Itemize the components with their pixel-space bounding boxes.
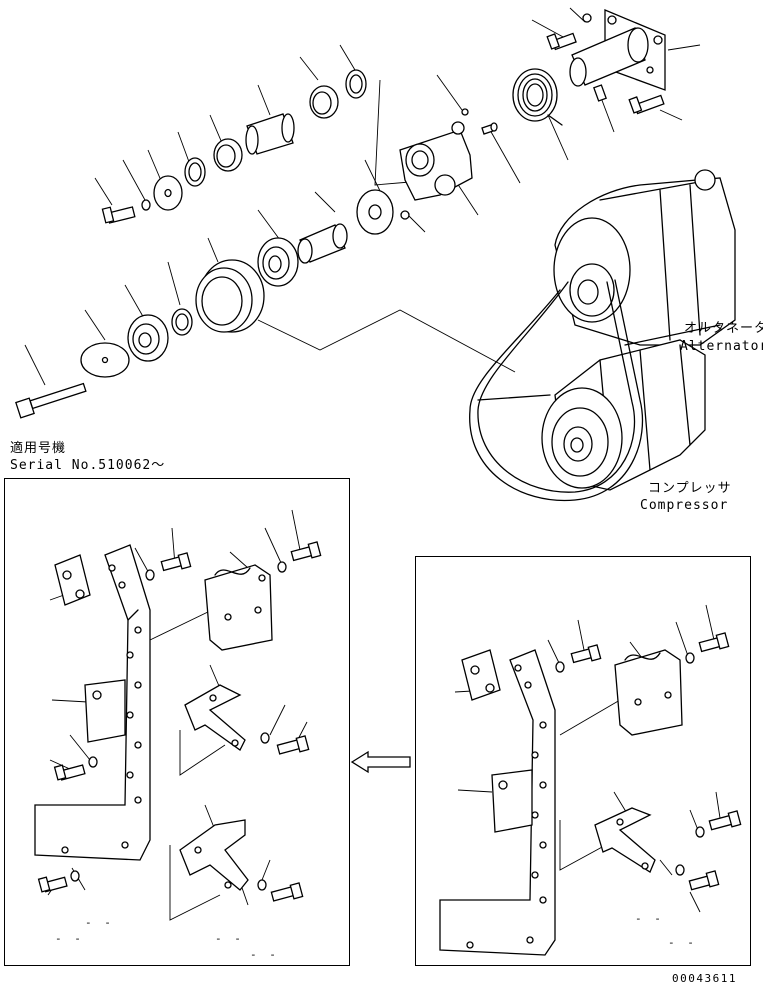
part-ref-placeholder: - - (635, 912, 664, 925)
part-ref-placeholder: - - (85, 916, 114, 929)
part-ref-placeholder: - - (215, 932, 244, 945)
new-bracket-frame (4, 478, 350, 966)
old-bracket-frame (415, 556, 751, 966)
compressor-label-jp: コンプレッサ (648, 481, 732, 496)
tensioner-assembly (15, 7, 701, 419)
left-arrow-icon (350, 750, 411, 774)
compressor-label-en: Compressor (640, 498, 729, 513)
part-ref-placeholder: - - (250, 948, 279, 961)
serial-number-label: Serial No.510062～ (10, 458, 166, 473)
applicable-units-label: 適用号機 (10, 441, 67, 456)
drawing-number: 00043611 (672, 972, 737, 985)
alternator-compressor-unit (469, 169, 736, 502)
alternator-label-jp: オルタネータ (684, 321, 763, 336)
bracket-assembly-new (34, 509, 322, 921)
bracket-assembly-old (439, 604, 742, 956)
part-ref-placeholder: - - (668, 936, 697, 949)
alternator-label-en: Alternator (680, 339, 763, 354)
part-ref-placeholder: - - (55, 932, 84, 945)
